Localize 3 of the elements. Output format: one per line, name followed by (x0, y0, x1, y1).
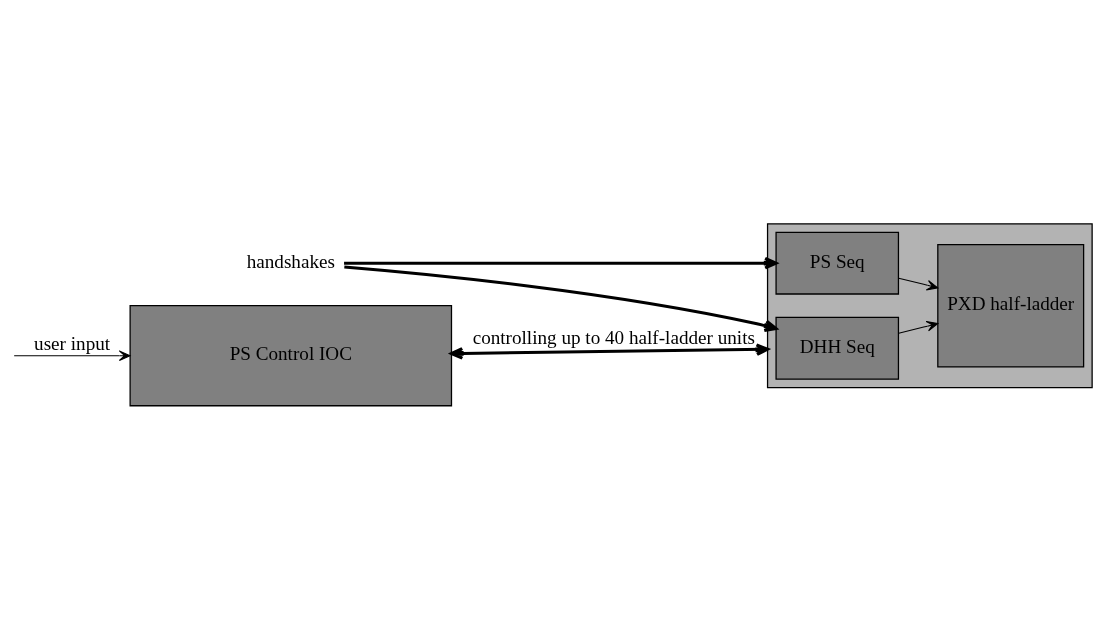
edge-label: controlling up to 40 half-ladder units (472, 327, 755, 349)
edge-label: user input (34, 332, 111, 354)
node-text: handshakes (246, 250, 335, 272)
